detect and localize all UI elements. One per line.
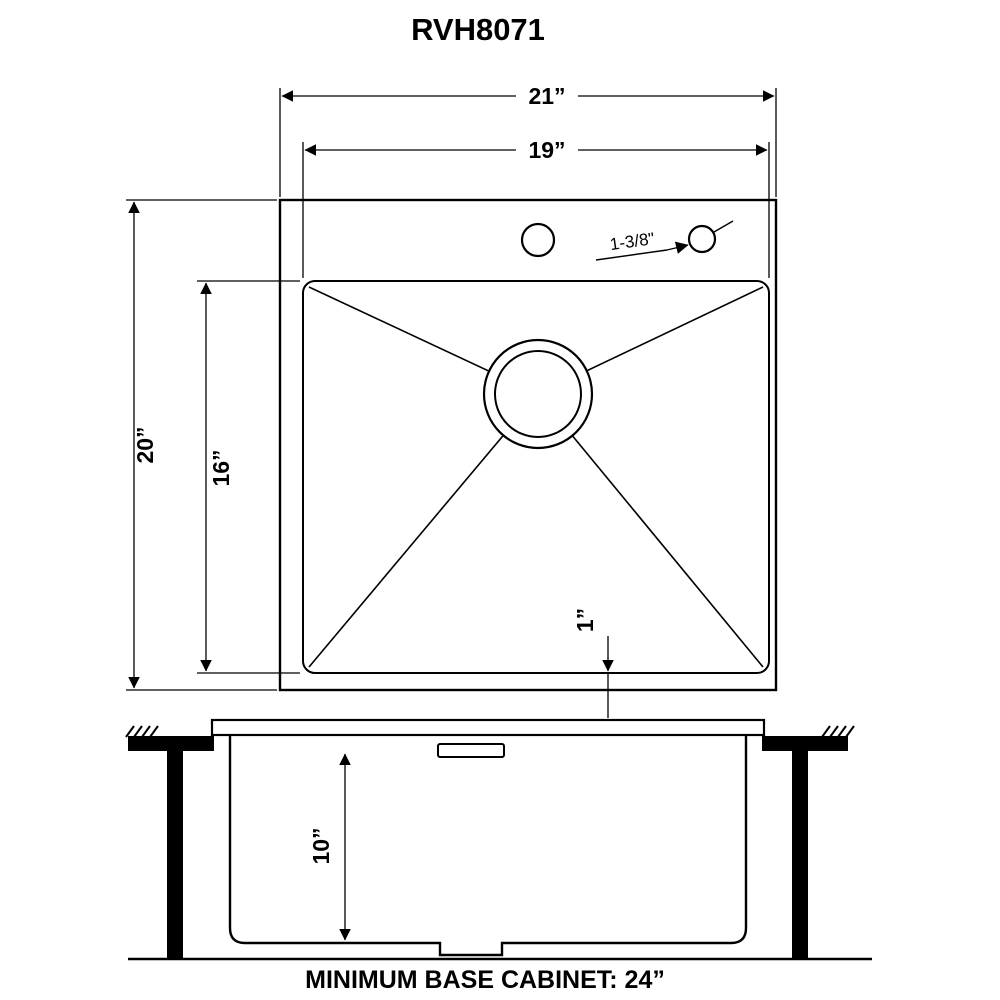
countertop-left (128, 736, 214, 751)
countertop-hatch-left (125, 725, 159, 738)
top-view: 1-3/8" 21” 19” (126, 83, 778, 718)
dim-bowl-height: 10” (308, 753, 351, 941)
front-ledge-label: 1” (572, 608, 598, 632)
overall-width-label: 21” (528, 83, 565, 109)
slope-line-bottom-left (308, 393, 539, 668)
slope-line-bottom-right (537, 393, 764, 668)
dim-overall-width: 21” (279, 83, 777, 197)
countertop-hatch-right (821, 725, 855, 738)
hatch-line (125, 725, 135, 738)
faucet-hole-right (687, 224, 717, 254)
hatch-line (133, 725, 143, 738)
bowl-width-label: 19” (528, 137, 565, 163)
dim-overall-depth: 20” (126, 199, 277, 691)
hatch-line (837, 725, 847, 738)
bowl-height-label: 10” (308, 827, 334, 864)
faucet-hole-center (520, 222, 556, 258)
cabinet-side-right (792, 751, 808, 959)
bowl-depth-label: 16” (208, 449, 234, 486)
leader-arrow (666, 241, 689, 254)
leader-tail (713, 220, 734, 233)
drain-inner-circle (494, 350, 582, 438)
cabinet-side-left (167, 751, 183, 959)
base-cabinet-note: MINIMUM BASE CABINET: 24” (305, 966, 665, 994)
hatch-line (845, 725, 855, 738)
dim-bowl-depth-top: 16” (197, 280, 300, 674)
hatch-line (829, 725, 839, 738)
dim-front-ledge: 1” (572, 608, 614, 718)
countertop-right (762, 736, 848, 751)
hatch-line (141, 725, 151, 738)
leader-underline (595, 249, 668, 261)
overall-depth-label: 20” (132, 426, 158, 463)
dim-bowl-width: 19” (302, 137, 770, 278)
hatch-line (821, 725, 831, 738)
bowl-outline-top (302, 280, 770, 674)
drain-opening-side (437, 743, 505, 758)
rim-flange-side (210, 718, 766, 737)
model-title: RVH8071 (411, 12, 545, 47)
outer-rim-outline (278, 198, 778, 692)
hatch-line (149, 725, 159, 738)
bowl-outline-side (228, 735, 748, 957)
faucet-hole-diameter-label: 1-3/8" (609, 229, 656, 254)
side-view: 10” MINIMUM BASE CABINET: 24” (125, 718, 872, 994)
